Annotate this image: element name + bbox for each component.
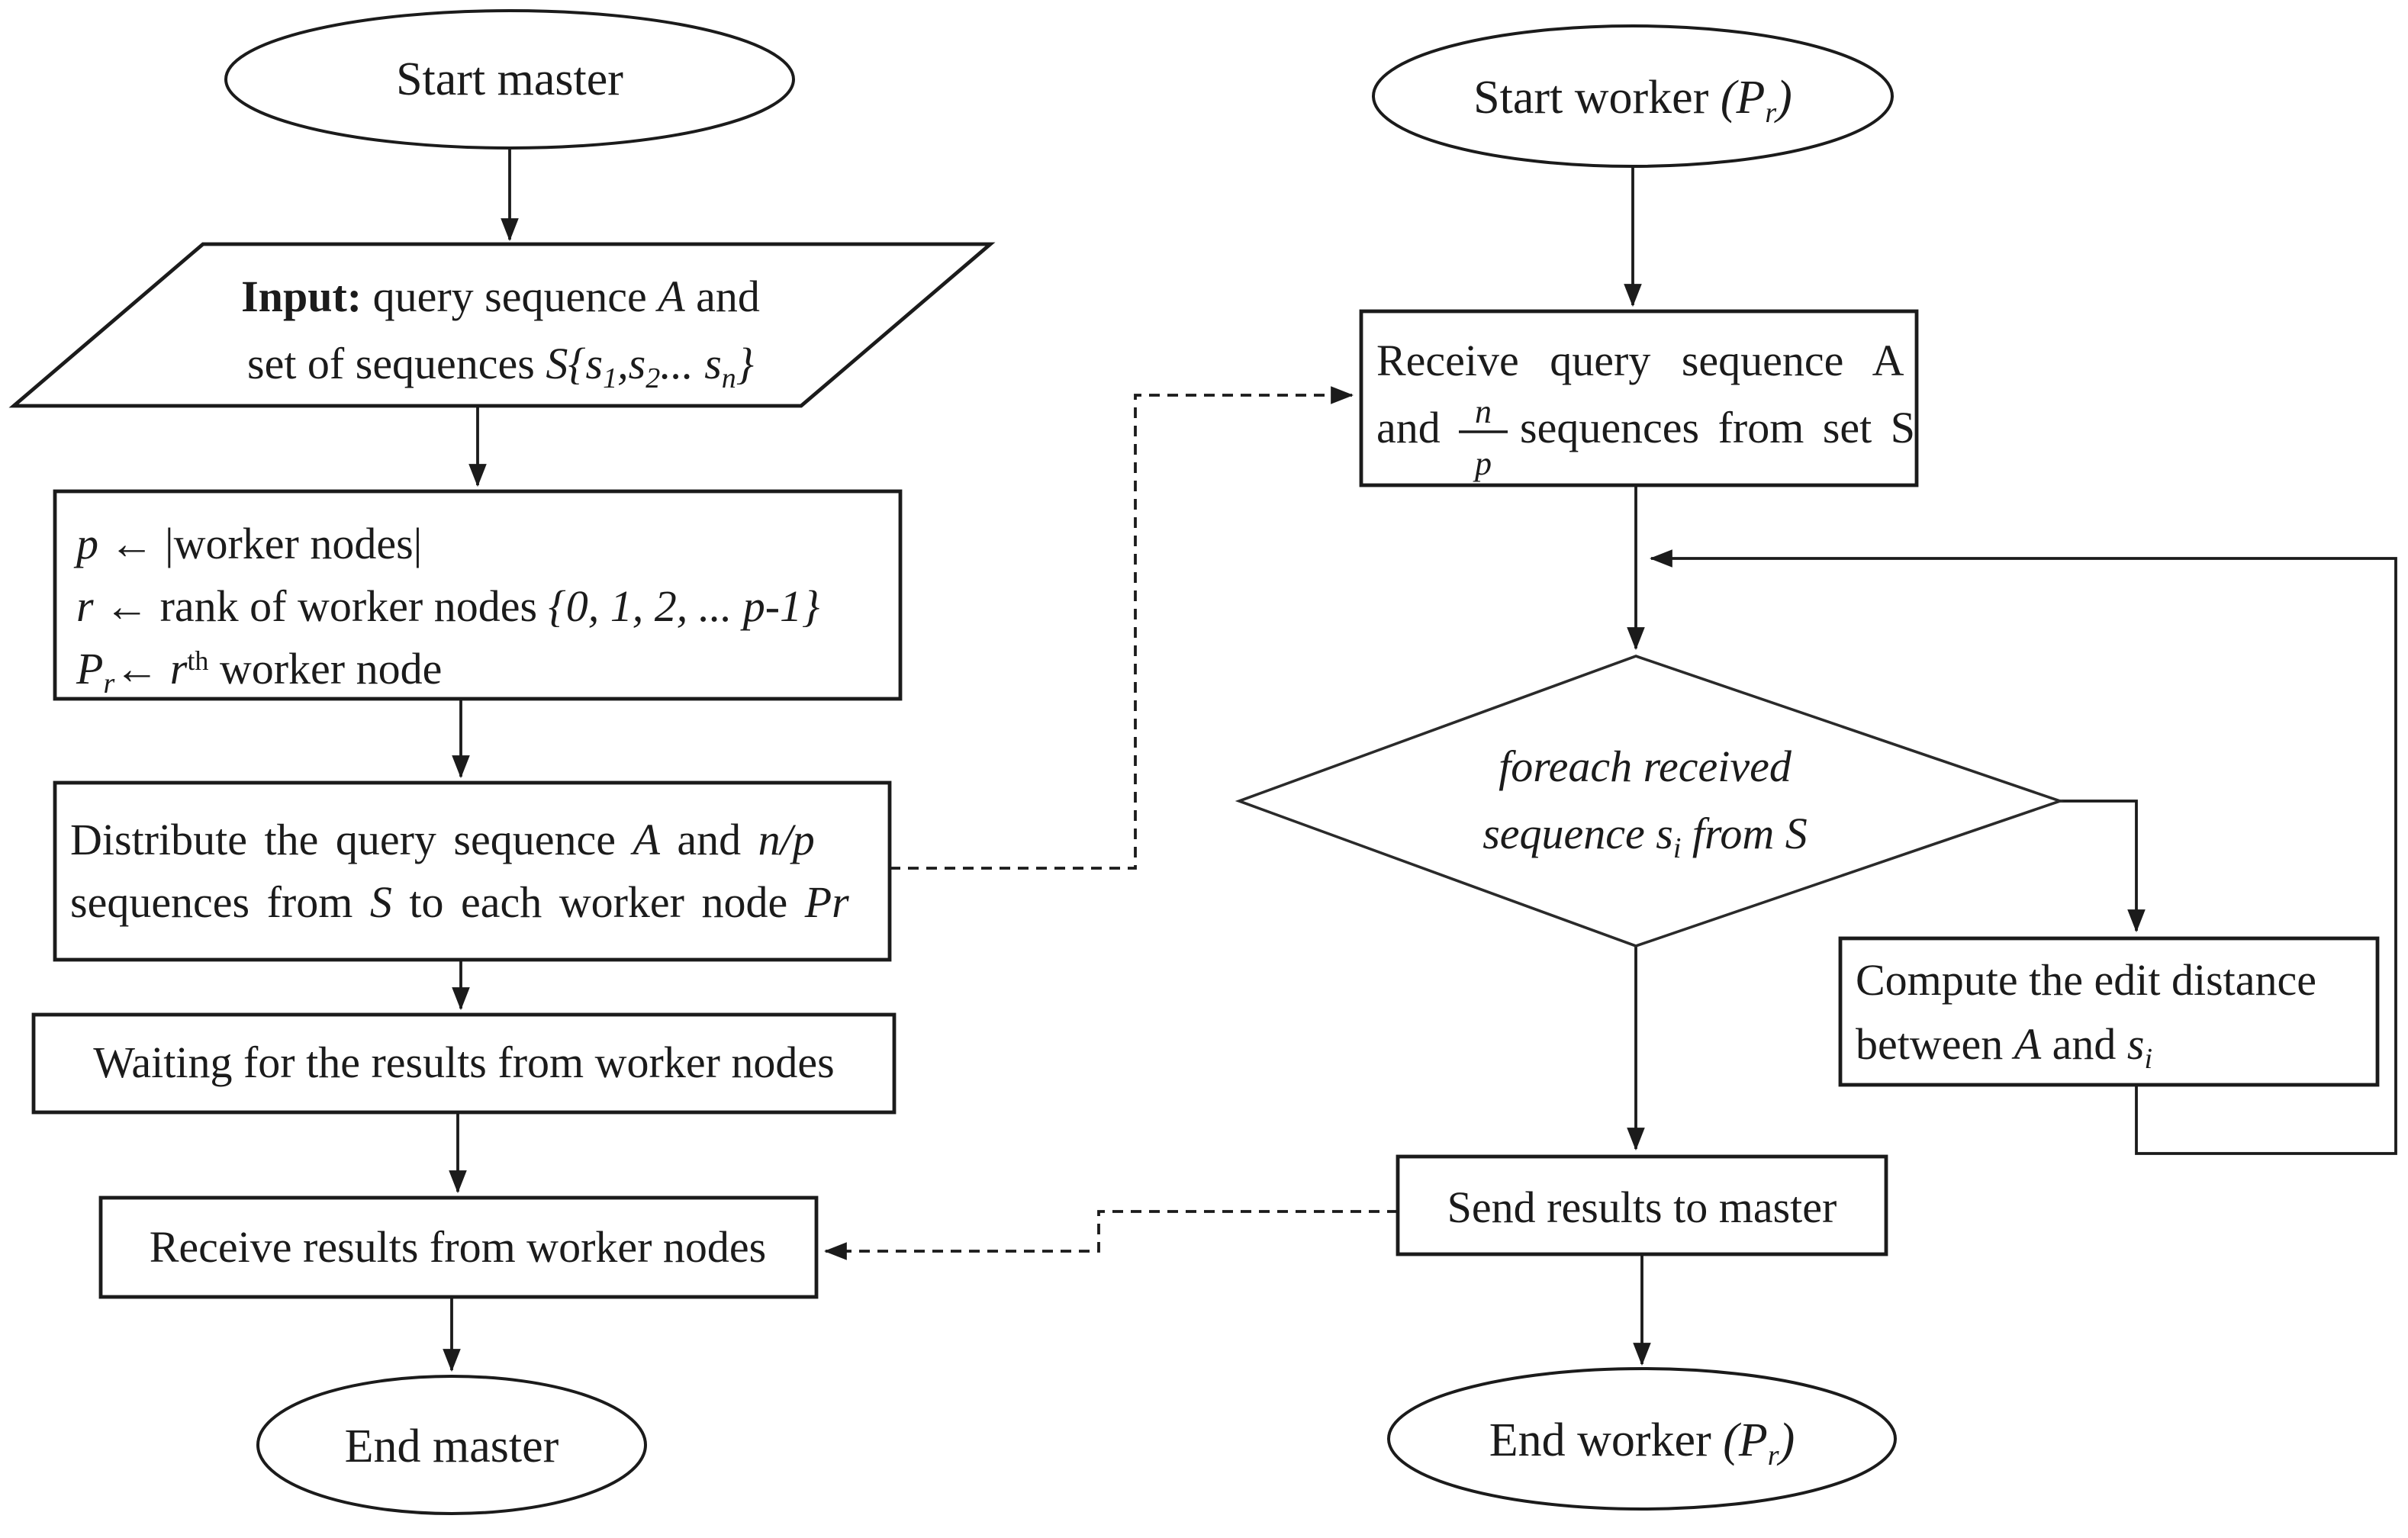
foreach-line2: sequence si from S — [1482, 809, 1808, 864]
compute-edit-distance-box — [1838, 936, 2380, 1087]
init-rules-box — [53, 489, 903, 701]
input-parallelogram-node: Input: query sequence A and set of seque… — [8, 242, 996, 408]
arrow-compute-loop-back — [1649, 549, 2397, 1155]
start-worker-node: Start worker (Pr) — [1372, 24, 1894, 168]
init-rules-node: p ← |worker nodes| r ← rank of worker no… — [53, 489, 903, 701]
start-worker-label: Start worker (Pr) — [1473, 72, 1792, 129]
waiting-label: Waiting for the results from worker node… — [93, 1038, 834, 1087]
fraction-numerator: n — [1475, 393, 1492, 430]
receive-results-label: Receive results from worker nodes — [150, 1222, 767, 1272]
receive-query-node: Receive query sequence A and n p sequenc… — [1359, 309, 1919, 487]
waiting-node: Waiting for the results from worker node… — [31, 1012, 897, 1115]
compute-line2: between A and si — [1856, 1019, 2152, 1075]
end-master-node: End master — [256, 1375, 647, 1515]
distribute-line2: sequences from S to each worker node Pr — [70, 877, 849, 927]
receive-results-box — [98, 1195, 819, 1299]
start-master-node: Start master — [224, 9, 795, 150]
end-master-ellipse — [256, 1375, 647, 1515]
send-results-box — [1396, 1154, 1888, 1256]
input-parallelogram-shape — [8, 242, 996, 408]
send-results-label: Send results to master — [1447, 1182, 1837, 1232]
fraction-denominator: p — [1473, 445, 1492, 482]
compute-line1: Compute the edit distance — [1856, 955, 2316, 1005]
init-line1: p ← |worker nodes| — [73, 519, 422, 568]
waiting-box — [31, 1012, 897, 1115]
distribute-node: Distribute the query sequence A and n/p … — [53, 780, 892, 962]
input-line1: Input: query sequence A and — [241, 272, 760, 321]
start-master-ellipse — [224, 9, 795, 150]
receive-query-line2-and: and — [1376, 403, 1441, 452]
dashed-arrow-distribute-to-receive-query — [890, 386, 1354, 870]
init-line3: Pr← rth worker node — [76, 644, 442, 700]
arrow-foreach-to-compute — [2060, 800, 2146, 933]
end-master-label: End master — [345, 1421, 559, 1472]
foreach-line1: foreach received — [1499, 742, 1792, 791]
distribute-line1: Distribute the query sequence A and n/p — [70, 815, 815, 864]
send-results-node: Send results to master — [1396, 1154, 1888, 1256]
receive-results-node: Receive results from worker nodes — [98, 1195, 819, 1299]
input-line2: set of sequences S{s1,s2... sn} — [247, 339, 754, 394]
receive-query-box — [1359, 309, 1919, 487]
receive-query-line1: Receive query sequence A — [1376, 336, 1904, 385]
end-worker-label: End worker (Pr) — [1489, 1414, 1795, 1472]
foreach-diamond-shape — [1235, 655, 2065, 948]
start-worker-ellipse — [1372, 24, 1894, 168]
distribute-box — [53, 780, 892, 962]
init-line2: r ← rank of worker nodes {0, 1, 2, ... p… — [76, 581, 819, 631]
receive-query-line2-rest: sequences from set S — [1520, 403, 1915, 452]
dashed-arrow-send-to-receive-results — [823, 1210, 1398, 1260]
compute-node: Compute the edit distance between A and … — [1838, 936, 2380, 1087]
start-master-label: Start master — [396, 53, 623, 105]
end-worker-ellipse — [1387, 1367, 1897, 1511]
end-worker-node: End worker (Pr) — [1387, 1367, 1897, 1511]
foreach-diamond-node: foreach received sequence si from S — [1235, 655, 2065, 948]
